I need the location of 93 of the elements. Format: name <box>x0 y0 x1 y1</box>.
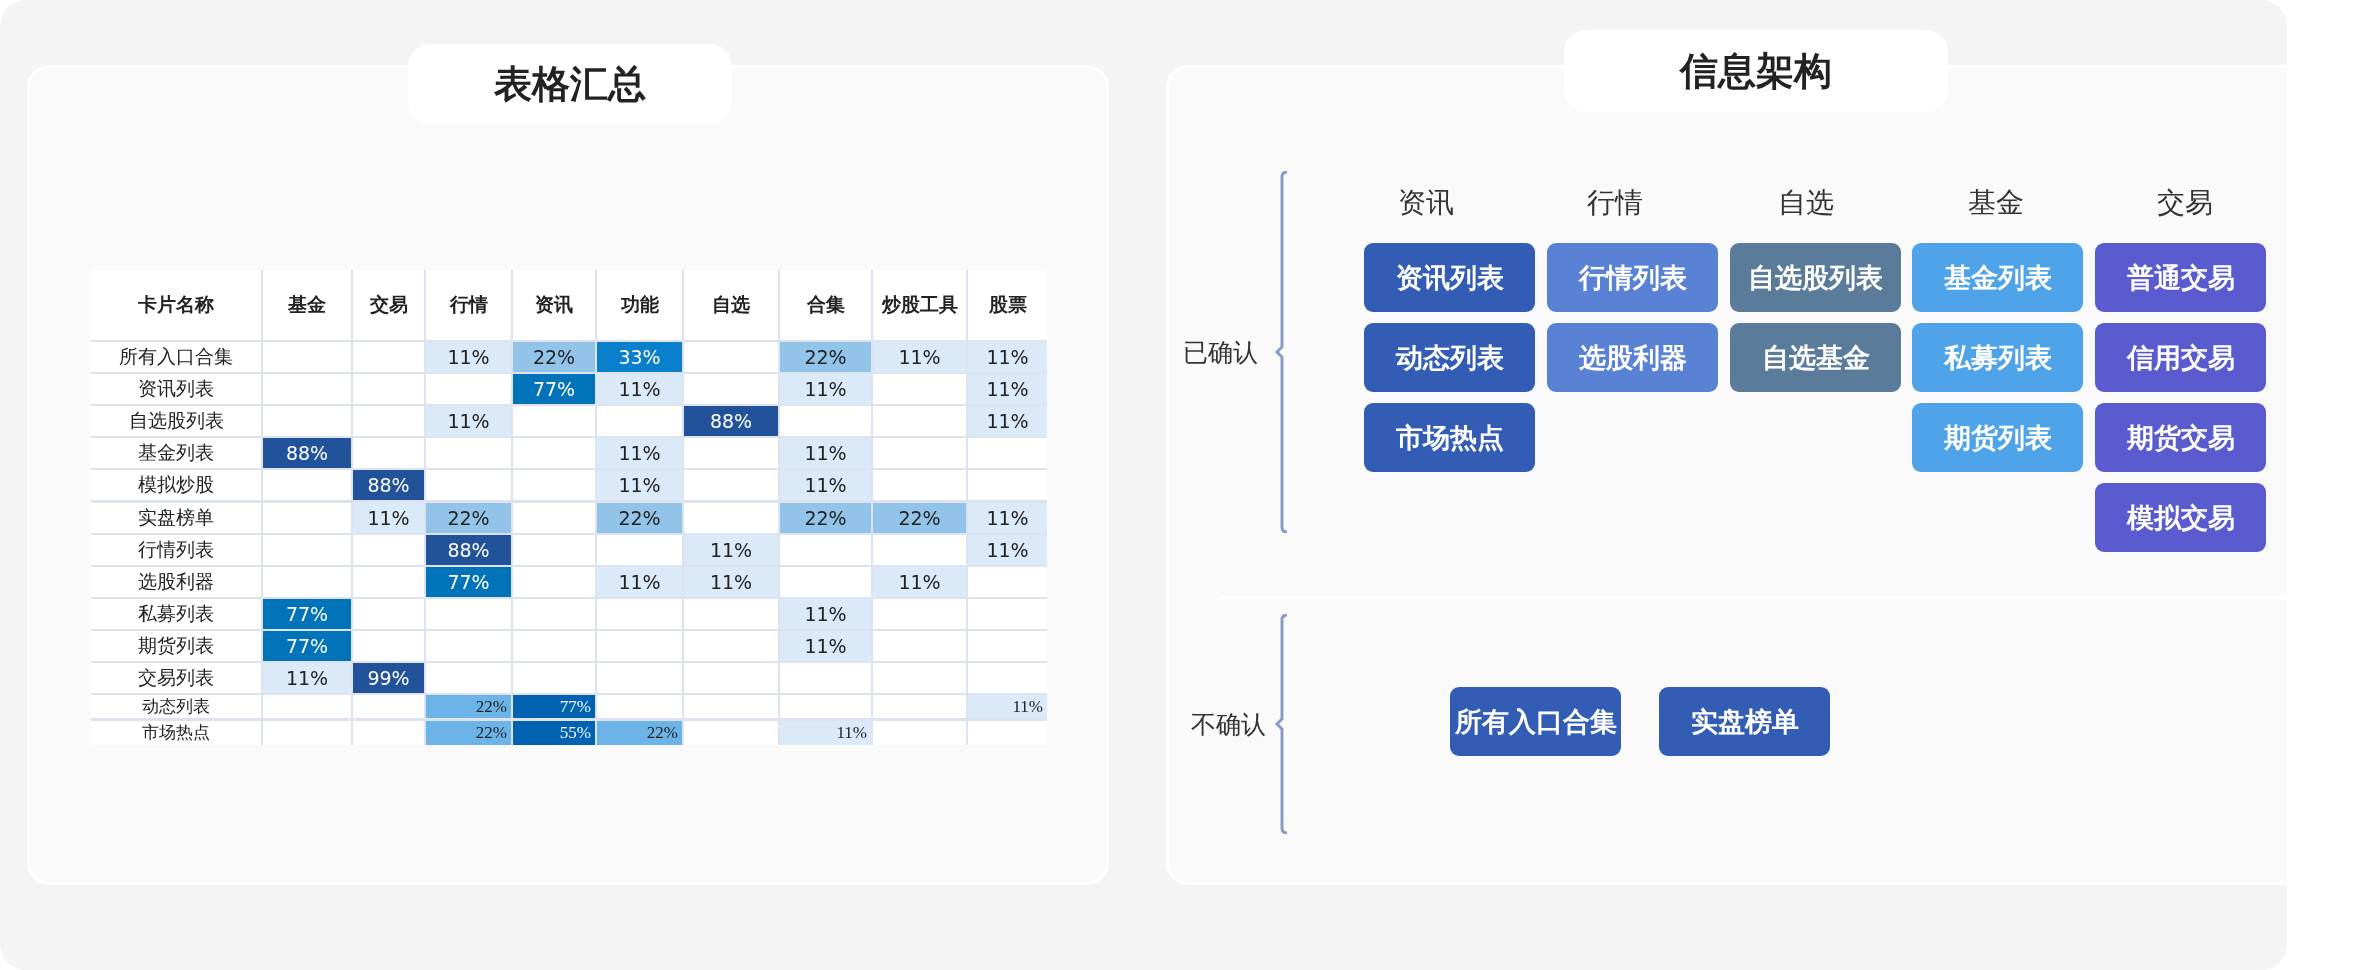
table-cell: 11% <box>968 502 1047 533</box>
group-label: 已确认 <box>1183 337 1259 369</box>
table-cell: 22% <box>597 720 682 745</box>
column-header: 炒股工具 <box>873 270 966 340</box>
table-cell: 22% <box>513 342 595 373</box>
table-cell: 22% <box>426 502 511 533</box>
category-box: 选股利器 <box>1547 323 1718 392</box>
table-cell: 22% <box>780 502 871 533</box>
column-header: 资讯 <box>513 270 595 340</box>
table-cell: 55% <box>513 720 595 745</box>
column-heading: 行情 <box>1586 185 1644 221</box>
category-box: 自选股列表 <box>1730 243 1901 312</box>
table-cell: 11% <box>263 663 351 694</box>
column-header: 交易 <box>353 270 424 340</box>
panel-title: 表格汇总 <box>408 44 732 124</box>
row-header: 行情列表 <box>91 534 261 565</box>
row-header: 选股利器 <box>91 566 261 597</box>
table-cell: 11% <box>780 720 871 745</box>
column-header: 合集 <box>780 270 871 340</box>
table-cell: 11% <box>684 566 778 597</box>
column-header: 基金 <box>263 270 351 340</box>
row-header: 自选股列表 <box>91 406 261 437</box>
table-cell: 77% <box>263 630 351 661</box>
category-box: 资讯列表 <box>1364 243 1535 312</box>
category-box: 信用交易 <box>2095 323 2266 392</box>
table-cell: 11% <box>968 374 1047 405</box>
column-header: 自选 <box>684 270 778 340</box>
table-cell: 88% <box>353 470 424 501</box>
group-label: 不确认 <box>1191 709 1267 741</box>
row-header: 基金列表 <box>91 438 261 469</box>
row-header: 交易列表 <box>91 663 261 694</box>
row-header: 期货列表 <box>91 630 261 661</box>
column-heading: 交易 <box>2156 185 2214 221</box>
table-cell: 11% <box>968 534 1047 565</box>
table-cell: 11% <box>780 438 871 469</box>
category-box: 实盘榜单 <box>1659 687 1830 756</box>
table-cell: 11% <box>597 374 682 405</box>
category-box: 期货列表 <box>1912 403 2083 472</box>
column-header: 功能 <box>597 270 682 340</box>
panel-title: 信息架构 <box>1564 30 1948 112</box>
table-cell: 22% <box>780 342 871 373</box>
table-cell: 77% <box>426 566 511 597</box>
table-cell: 77% <box>513 374 595 405</box>
table-cell: 11% <box>968 342 1047 373</box>
table-cell: 11% <box>873 342 966 373</box>
category-box: 自选基金 <box>1730 323 1901 392</box>
column-header: 卡片名称 <box>91 270 261 340</box>
table-cell: 11% <box>780 598 871 629</box>
table-cell: 11% <box>968 695 1047 719</box>
category-box: 普通交易 <box>2095 243 2266 312</box>
row-header: 市场热点 <box>91 720 261 745</box>
column-heading: 基金 <box>1967 185 2025 221</box>
table-cell: 11% <box>597 470 682 501</box>
row-header: 私募列表 <box>91 598 261 629</box>
table-cell: 11% <box>426 406 511 437</box>
category-box: 行情列表 <box>1547 243 1718 312</box>
table-cell: 11% <box>353 502 424 533</box>
table-cell: 11% <box>597 566 682 597</box>
table-cell: 11% <box>780 630 871 661</box>
row-header: 动态列表 <box>91 695 261 719</box>
column-header: 股票 <box>968 270 1047 340</box>
table-cell: 11% <box>684 534 778 565</box>
category-box: 模拟交易 <box>2095 483 2266 552</box>
table-cell: 88% <box>426 534 511 565</box>
table-cell: 11% <box>597 438 682 469</box>
category-box: 基金列表 <box>1912 243 2083 312</box>
row-header: 资讯列表 <box>91 374 261 405</box>
category-box: 市场热点 <box>1364 403 1535 472</box>
table-cell: 11% <box>426 342 511 373</box>
table-cell: 11% <box>780 374 871 405</box>
column-heading: 资讯 <box>1397 185 1455 221</box>
category-box: 期货交易 <box>2095 403 2266 472</box>
category-box: 动态列表 <box>1364 323 1535 392</box>
table-cell: 88% <box>684 406 778 437</box>
category-box: 所有入口合集 <box>1450 687 1621 756</box>
row-header: 所有入口合集 <box>91 342 261 373</box>
table-cell: 77% <box>263 598 351 629</box>
table-cell: 11% <box>968 406 1047 437</box>
table-cell: 99% <box>353 663 424 694</box>
category-box: 私募列表 <box>1912 323 2083 392</box>
table-cell: 88% <box>263 438 351 469</box>
row-header: 实盘榜单 <box>91 502 261 533</box>
table-cell: 11% <box>780 470 871 501</box>
table-cell: 22% <box>597 502 682 533</box>
column-heading: 自选 <box>1777 185 1835 221</box>
row-header: 模拟炒股 <box>91 470 261 501</box>
table-cell: 22% <box>873 502 966 533</box>
table-cell: 11% <box>873 566 966 597</box>
column-header: 行情 <box>426 270 511 340</box>
table-cell: 33% <box>597 342 682 373</box>
table-cell: 22% <box>426 720 511 745</box>
table-cell: 22% <box>426 695 511 719</box>
table-cell: 77% <box>513 695 595 719</box>
